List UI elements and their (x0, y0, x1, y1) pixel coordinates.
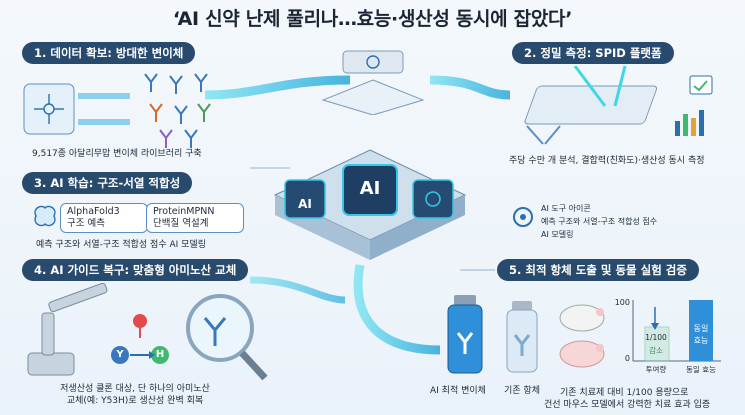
legend-line3: AI 모델링 (541, 230, 574, 239)
gear-icon (366, 55, 380, 69)
ai-tool-icon (513, 207, 533, 227)
section1-label: 1. 데이터 확보: 방대한 변이체 (22, 42, 196, 64)
pipe-s4 (249, 276, 346, 304)
legend-line2: 예측 구조와 서열-구조 적합성 점수 (541, 217, 658, 226)
section4-label: 4. AI 가이드 복구: 맞춤형 아미노산 교체 (22, 259, 249, 281)
alphafold-name: AlphaFold3 (67, 206, 120, 217)
bar-icon (675, 110, 704, 136)
pipette-icon (526, 125, 561, 145)
chart-arrowhead (651, 323, 659, 330)
section3-label: 3. AI 학습: 구조-서열 적합성 (22, 172, 193, 194)
section2-label: 2. 정밀 측정: SPID 플랫폼 (512, 42, 674, 64)
section4-caption-line2: 교체(예: Y53H)로 생산성 완벽 회복 (66, 396, 204, 406)
vial-ai-label: AI 최적 변이체 (430, 386, 486, 396)
chart-bar1-inner: 1/100 (645, 333, 667, 342)
residue-h (151, 346, 169, 364)
section5-caption-line1: 기존 치료제 대비 1/100 용량으로 (560, 388, 689, 398)
robot-arm-icon (27, 283, 108, 376)
residue-y-label: Y (116, 349, 124, 360)
ai-chip-cluster (273, 149, 467, 260)
chart-ytick-bottom: 0 (625, 354, 630, 363)
residue-h-label: H (155, 349, 165, 360)
chart-bar-efficacy (689, 300, 713, 361)
magnifier-icon (186, 294, 268, 381)
alphafold-desc: 구조 예측 (67, 218, 105, 229)
section2-caption: 주당 수만 개 분석, 결합력(친화도)·생산성 동시 측정 (509, 156, 705, 166)
vial-existing-icon (506, 301, 538, 373)
chart-xlabel-1: 투여량 (646, 364, 667, 374)
chart-xlabel-2: 동일 효능 (686, 365, 716, 374)
section4-caption-line1: 저생산성 클론 대상, 단 하나의 아미노산 (60, 384, 210, 394)
legend-line1: AI 도구 아이콘 (541, 204, 591, 213)
page-title: ‘AI 신약 난제 풀리나…효능·생산성 동시에 잡았다’ (172, 8, 573, 30)
chart-bar-dose (644, 326, 670, 362)
section5-label: 5. 최적 항체 도출 및 동물 실험 검증 (497, 259, 699, 281)
left-ai-label: AI (298, 197, 312, 211)
section2-illustration (524, 66, 713, 145)
proteinmpnn-box: ProteinMPNN 단백질 역설계 (146, 203, 244, 233)
gear-icon (425, 191, 441, 207)
measurement-plate (321, 50, 425, 115)
proteinmpnn-name: ProteinMPNN (153, 206, 215, 217)
alphafold-box: AlphaFold3 구조 예측 (60, 203, 148, 233)
section3-caption: 예측 구조와 서열-구조 적합성 점수 AI 모델링 (36, 240, 206, 250)
section1-caption: 9,517종 아달리무맙 변이체 라이브러리 구축 (32, 149, 202, 159)
pipe-to-s5 (353, 264, 441, 355)
proteinmpnn-desc: 단백질 역설계 (153, 218, 209, 229)
center-ai-label: AI (359, 178, 381, 199)
antibody-icons (144, 73, 211, 148)
library-icon (34, 94, 64, 124)
pipe-to-s2 (429, 75, 511, 100)
efficacy-chart: 100 0 1/100 감소 동일 효능 투여량 동일 효능 (615, 298, 721, 374)
section4-illustration (27, 283, 268, 381)
sensor-icon (689, 75, 713, 95)
chart-bar2-inner1: 동일 (694, 324, 709, 333)
chart-ytick-top: 100 (615, 298, 630, 307)
pipe-from-s1 (204, 75, 351, 100)
vials (447, 295, 538, 374)
brain-icon (34, 205, 56, 227)
mouse-icons (559, 304, 605, 368)
chart-bar2-inner2: 효능 (694, 336, 709, 345)
vial-ai-icon (447, 295, 483, 374)
vial-existing-label: 기존 항체 (504, 386, 540, 396)
chart-bar1-sub: 감소 (649, 345, 663, 355)
residue-y (111, 346, 129, 364)
section5-caption-line2: 건선 마우스 모델에서 강력한 치료 효과 입증 (544, 400, 711, 410)
section1-illustration (23, 73, 211, 148)
